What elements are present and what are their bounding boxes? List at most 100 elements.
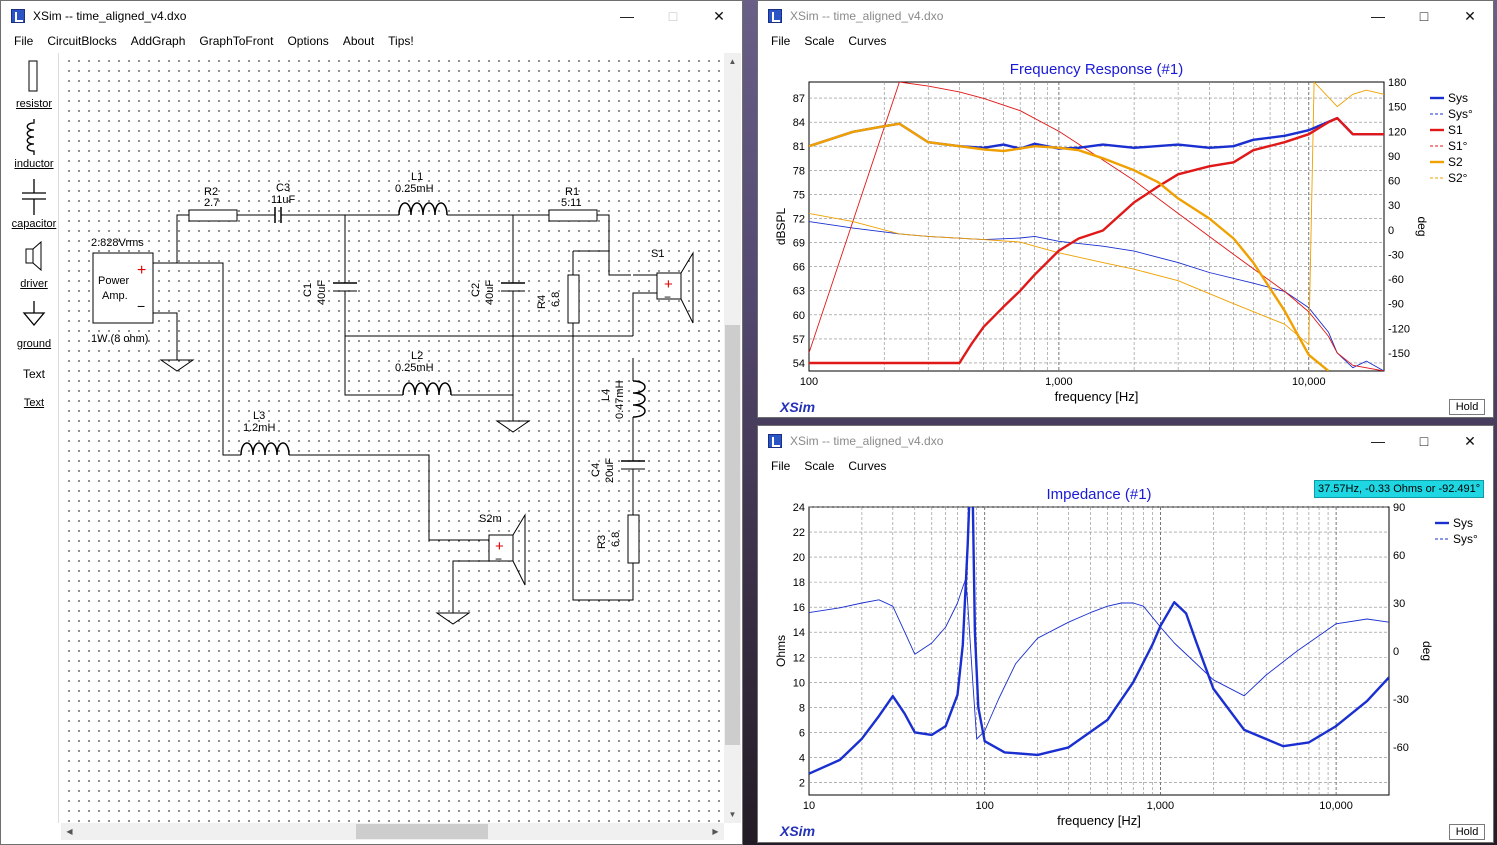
scroll-up-arrow-icon[interactable]: ▲ [728, 57, 737, 66]
tool-text-plain[interactable]: Text [9, 367, 59, 381]
inductor-l2[interactable] [402, 382, 452, 396]
legend-label: S1 [1448, 123, 1463, 137]
inductor-l3[interactable] [240, 442, 290, 456]
fr-menu-curves[interactable]: Curves [848, 34, 887, 48]
l3-name: L3 [253, 410, 265, 422]
driver-s1[interactable] [656, 272, 682, 300]
ground-symbol-amp[interactable] [159, 359, 195, 372]
fr-hold-button[interactable]: Hold [1449, 399, 1485, 415]
series-line-sys [809, 507, 1389, 775]
x-tick-label: 10,000 [1292, 376, 1326, 388]
minimize-button[interactable]: — [620, 8, 634, 24]
y2-tick-label: 60 [1393, 550, 1405, 562]
imp-menu-scale[interactable]: Scale [804, 459, 835, 473]
y-tick-label: 87 [793, 93, 805, 105]
x-tick-label: 100 [800, 376, 818, 388]
s2m-name: S2m [479, 513, 502, 525]
maximize-button[interactable]: □ [668, 8, 678, 24]
frequency-response-chart[interactable]: 8784817875726966636057541801501209060300… [758, 51, 1494, 417]
impedance-window: XSim -- time_aligned_v4.dxo — □ ✕ File S… [757, 425, 1494, 843]
xsim-logo: XSim [779, 823, 815, 839]
window-title: XSim -- time_aligned_v4.dxo [33, 9, 187, 23]
fr-menu-scale[interactable]: Scale [804, 34, 835, 48]
vertical-scrollbar[interactable]: ▲ ▼ [724, 53, 741, 823]
resistor-r4[interactable] [567, 274, 580, 324]
tool-capacitor[interactable]: capacitor [9, 179, 59, 230]
imp-close-button[interactable]: ✕ [1464, 432, 1476, 449]
resistor-r2[interactable] [188, 209, 238, 222]
menu-circuitblocks[interactable]: CircuitBlocks [47, 34, 117, 48]
menu-options[interactable]: Options [287, 34, 329, 48]
driver-s2m[interactable] [488, 534, 514, 562]
ground-symbol-s2m[interactable] [435, 612, 471, 625]
tool-driver[interactable]: driver [9, 239, 59, 290]
horizontal-scrollbar[interactable]: ◀ ▶ [61, 823, 724, 840]
imp-menu-curves[interactable]: Curves [848, 459, 887, 473]
tool-ground[interactable]: ground [9, 299, 59, 350]
y2-tick-label: 30 [1393, 598, 1405, 610]
tool-resistor[interactable]: resistor [9, 59, 59, 110]
resistor-r1[interactable] [548, 209, 598, 222]
fr-maximize-button[interactable]: □ [1419, 8, 1429, 24]
y-tick-label: 24 [793, 502, 805, 514]
scroll-left-arrow-icon[interactable]: ◀ [66, 827, 73, 836]
menu-addgraph[interactable]: AddGraph [130, 34, 186, 48]
menu-about[interactable]: About [342, 34, 375, 48]
y-tick-label: 18 [793, 577, 805, 589]
tool-resistor-label: resistor [15, 98, 53, 110]
tool-inductor-label: inductor [14, 158, 54, 170]
x-axis-label: frequency [Hz] [1055, 389, 1139, 404]
driver-icon [25, 240, 42, 272]
fr-minimize-button[interactable]: — [1371, 8, 1385, 24]
inductor-l4[interactable] [632, 380, 646, 418]
r4-value: 6.8 [550, 292, 562, 307]
menu-graphtofront[interactable]: GraphToFront [199, 34, 274, 48]
menu-file[interactable]: File [14, 34, 34, 48]
ground-symbol-c2[interactable] [495, 420, 531, 433]
imp-maximize-button[interactable]: □ [1419, 433, 1429, 449]
imp-minimize-button[interactable]: — [1371, 433, 1385, 449]
y2-tick-label: 0 [1393, 646, 1399, 658]
series-line-s2 [809, 122, 1330, 371]
imp-menu-file[interactable]: File [771, 459, 791, 473]
imp-menu-bar: File Scale Curves [758, 456, 1493, 476]
x-tick-label: 10,000 [1319, 800, 1353, 812]
menu-tips[interactable]: Tips! [388, 34, 414, 48]
close-button[interactable]: ✕ [713, 7, 725, 24]
l1-name: L1 [411, 171, 423, 183]
amp-label-amp: Amp. [102, 290, 128, 302]
l2-name: L2 [411, 350, 423, 362]
schematic-canvas[interactable]: + − + − + − 2.828Vrms Power Amp. 1W (8 o… [61, 53, 724, 823]
c4-name: C4 [590, 463, 602, 477]
vertical-scroll-thumb[interactable] [725, 325, 740, 745]
imp-hold-button[interactable]: Hold [1449, 824, 1485, 840]
c3-name: C3 [276, 182, 290, 194]
inductor-l1[interactable] [398, 202, 448, 216]
r3-value: 6.8 [610, 532, 622, 547]
fr-menu-file[interactable]: File [771, 34, 791, 48]
capacitor-c3[interactable] [274, 207, 282, 223]
c1-value: 40uF [316, 280, 328, 305]
x-tick-label: 1,000 [1045, 376, 1073, 388]
y-tick-label: 63 [793, 286, 805, 298]
imp-title-bar[interactable]: XSim -- time_aligned_v4.dxo — □ ✕ [758, 426, 1493, 456]
x-tick-label: 100 [976, 800, 994, 812]
s2m-plus-sign: + [495, 538, 504, 555]
series-line-sys-phase [809, 578, 1389, 740]
l2-value: 0.25mH [395, 362, 434, 374]
tool-inductor[interactable]: inductor [9, 119, 59, 170]
l4-name: L4 [600, 389, 612, 401]
fr-title-bar[interactable]: XSim -- time_aligned_v4.dxo — □ ✕ [758, 1, 1493, 31]
x-tick-label: 10 [803, 800, 815, 812]
horizontal-scroll-thumb[interactable] [356, 824, 488, 839]
tool-text-underline[interactable]: Text [9, 397, 59, 409]
scroll-right-arrow-icon[interactable]: ▶ [712, 827, 719, 836]
schematic-title-bar[interactable]: XSim -- time_aligned_v4.dxo — □ ✕ [1, 1, 742, 31]
scroll-down-arrow-icon[interactable]: ▼ [728, 810, 737, 819]
fr-close-button[interactable]: ✕ [1464, 7, 1476, 24]
resistor-r3[interactable] [627, 514, 640, 564]
power-amp-box[interactable] [92, 252, 154, 324]
y-tick-label: 75 [793, 189, 805, 201]
amp-power-label: 1W (8 ohm) [91, 333, 148, 345]
